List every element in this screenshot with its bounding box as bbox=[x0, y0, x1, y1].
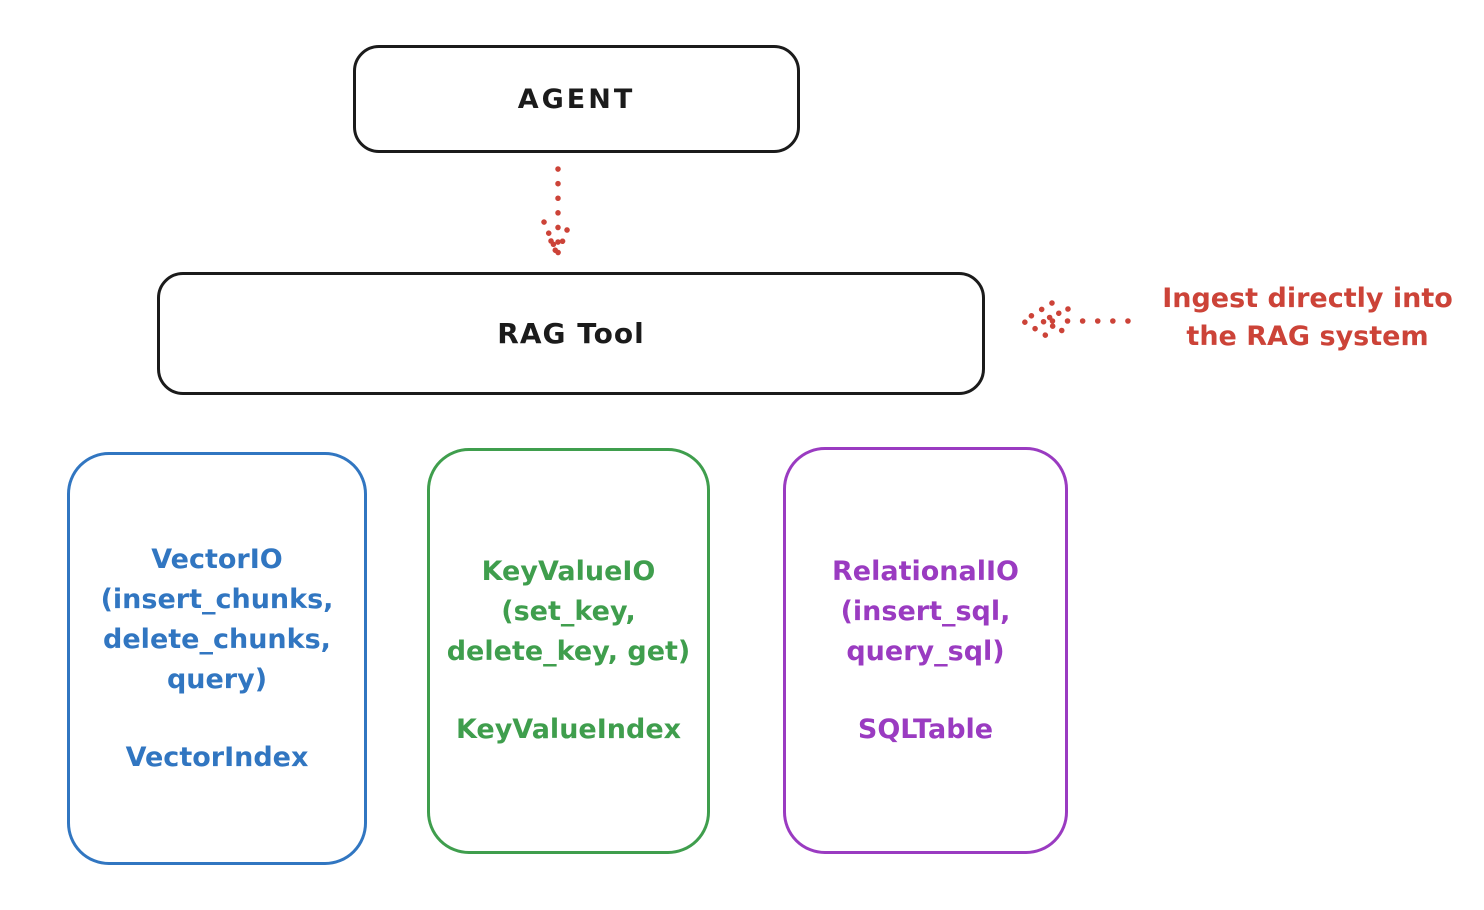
ingest-annotation-line2: the RAG system bbox=[1186, 321, 1429, 352]
storage-box-line: delete_key, get) bbox=[446, 636, 691, 667]
storage-box-vector-io: VectorIO (insert_chunks, delete_chunks, … bbox=[67, 452, 367, 865]
storage-box-line: query_sql) bbox=[846, 635, 1005, 667]
relational-io-lines: RelationalIO (insert_sql, query_sql) bbox=[832, 552, 1019, 672]
sql-table-label: SQLTable bbox=[857, 713, 994, 745]
keyvalue-io-lines: KeyValueIO (set_key, delete_key, get) bbox=[447, 552, 691, 672]
storage-box-line: (set_key, bbox=[501, 596, 636, 627]
vector-io-lines: VectorIO (insert_chunks, delete_chunks, … bbox=[101, 540, 334, 700]
ingest-annotation-line1: Ingest directly into bbox=[1162, 283, 1453, 314]
ingest-arrow bbox=[1017, 300, 1131, 343]
keyvalue-index-label: KeyValueIndex bbox=[455, 714, 682, 745]
ingest-annotation: Ingest directly into the RAG system bbox=[1135, 280, 1480, 356]
storage-box-line: RelationalIO bbox=[832, 555, 1019, 587]
vector-index-label: VectorIndex bbox=[125, 741, 309, 773]
storage-box-line: VectorIO bbox=[151, 543, 283, 575]
agent-label: AGENT bbox=[517, 83, 636, 115]
storage-box-relational-io: RelationalIO (insert_sql, query_sql) SQL… bbox=[783, 447, 1068, 854]
storage-box-line: query) bbox=[166, 663, 268, 695]
storage-box-line: (insert_chunks, bbox=[100, 583, 334, 615]
storage-box-line: KeyValueIO bbox=[481, 556, 656, 587]
storage-box-line: delete_chunks, bbox=[103, 623, 331, 655]
storage-box-keyvalue-io: KeyValueIO (set_key, delete_key, get) Ke… bbox=[427, 448, 710, 854]
rag-tool-label: RAG Tool bbox=[497, 317, 645, 350]
agent-box: AGENT bbox=[353, 45, 800, 153]
storage-box-line: (insert_sql, bbox=[840, 595, 1011, 627]
rag-tool-box: RAG Tool bbox=[157, 272, 985, 395]
agent-to-rag-tool-arrow bbox=[541, 166, 574, 262]
